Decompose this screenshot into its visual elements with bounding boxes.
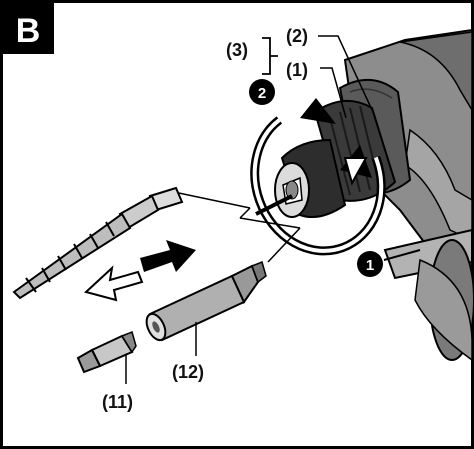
hammer-drill xyxy=(274,28,474,362)
step-badge-2: 2 xyxy=(249,79,275,105)
bit-holder xyxy=(145,260,267,342)
leader-line-1 xyxy=(320,67,347,119)
figure-letter-badge: B xyxy=(2,2,54,54)
insert-arrow-icon xyxy=(140,240,196,272)
leader-line-2 xyxy=(318,35,373,111)
label-bit-holder-12: (12) xyxy=(172,362,204,382)
step-number-2: 2 xyxy=(258,85,266,102)
label-bracket xyxy=(262,37,278,75)
screwdriver-bit xyxy=(76,330,137,374)
connector-lines xyxy=(173,191,301,263)
label-screwdriver-bit-11: (11) xyxy=(102,392,133,412)
label-group-3: (3) xyxy=(226,40,248,60)
rotate-arrow-icon xyxy=(250,98,386,256)
remove-arrow-icon xyxy=(83,265,144,302)
step-number-1: 1 xyxy=(366,257,374,274)
step-badge-1: 1 xyxy=(357,249,421,277)
figure-letter: B xyxy=(16,12,41,50)
drill-bit xyxy=(12,186,184,300)
label-sleeve-1: (1) xyxy=(286,60,308,80)
label-sleeve-2: (2) xyxy=(286,26,308,46)
